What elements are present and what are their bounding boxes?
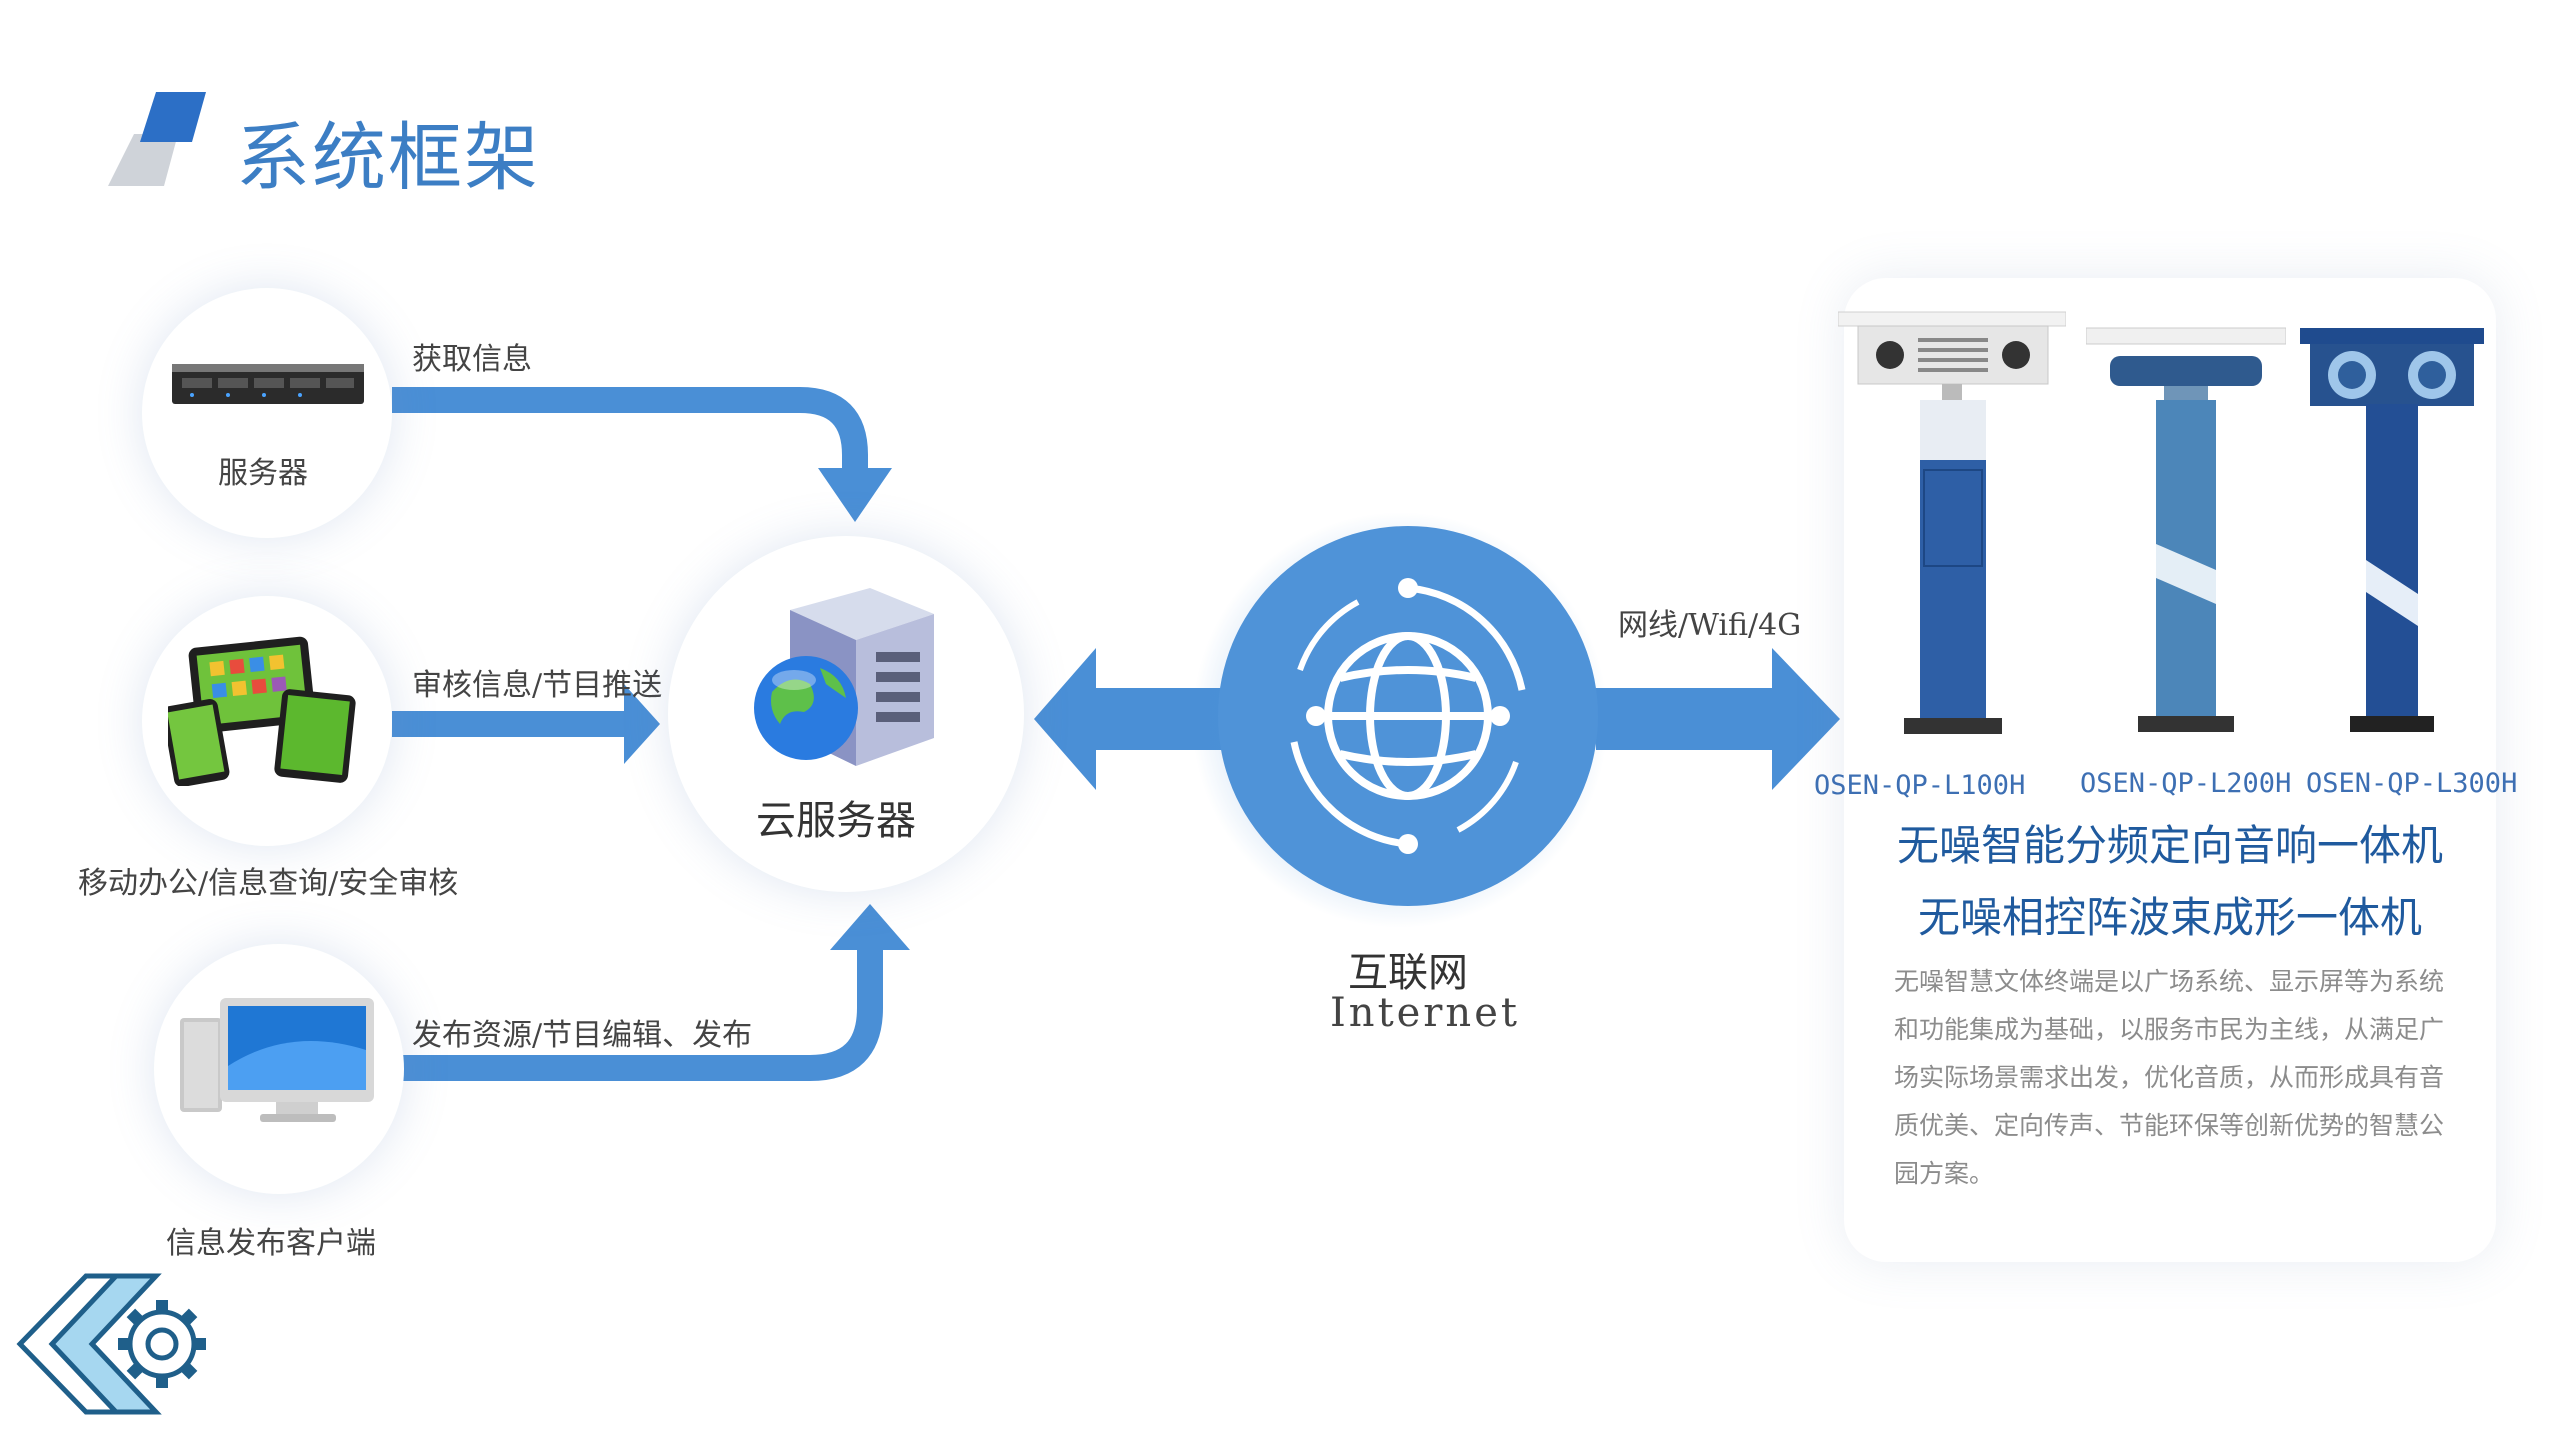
server-node-circle [142,288,392,538]
mobile-label: 移动办公/信息查询/安全审核 [78,866,459,901]
server-label: 服务器 [218,456,308,491]
product-description: 无噪智慧文体终端是以广场系统、显示屏等为系统和功能集成为基础，以服务市民为主线，… [1894,967,2445,1188]
internet-label-cn: 互联网 [1348,950,1468,996]
edge-label-publish: 发布资源/节目编辑、发布 [412,1018,753,1053]
arrow-client-to-cloud [402,948,883,1081]
edge-label-review-push: 审核信息/节目推送 [412,668,663,703]
model-label-3: OSEN-QP-L300H [2306,768,2518,799]
product-l300h-image [2300,328,2484,732]
cloud-server-icon [754,588,934,766]
cloud-server-label: 云服务器 [756,798,916,844]
tablet-devices-icon [168,636,356,786]
page-title: 系统框架 [236,115,540,201]
client-label: 信息发布客户端 [166,1226,376,1261]
gear-logo-icon [16,1273,206,1415]
title-decoration [108,92,206,186]
server-rack-icon [172,364,364,404]
product-title-2: 无噪相控阵波束成形一体机 [1917,893,2422,942]
product-l100h-image [1838,311,2066,734]
internet-label-en: Internet [1330,990,1520,1036]
desktop-computer-icon [180,998,374,1122]
arrow-mobile-to-cloud [392,711,628,737]
model-label-2: OSEN-QP-L200H [2080,768,2292,799]
edge-label-fetch-info: 获取信息 [412,342,532,377]
globe-network-icon [1290,578,1526,854]
arrow-server-to-cloud [392,387,868,470]
model-label-1: OSEN-QP-L100H [1814,770,2026,801]
product-l200h-image [2086,327,2286,732]
edge-label-connection: 网线/Wifi/4G [1618,608,1802,643]
product-title-1: 无噪智能分频定向音响一体机 [1896,821,2443,870]
arrow-internet-to-products [1596,688,1776,750]
